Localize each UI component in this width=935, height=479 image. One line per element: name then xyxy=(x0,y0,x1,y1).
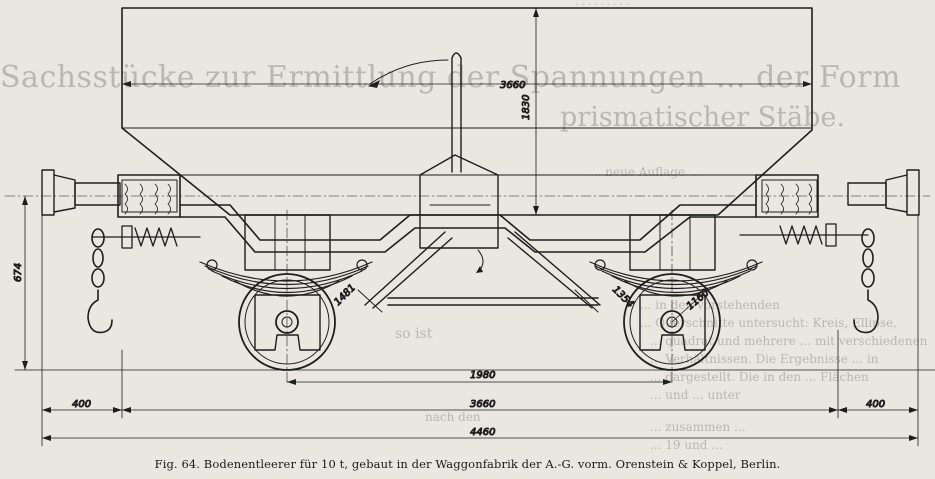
dim-buffer-height: 674 xyxy=(13,263,24,282)
dim-overhang-left: 400 xyxy=(72,399,91,410)
right-axlebox-frame xyxy=(629,214,716,351)
wheel-diameter-leader xyxy=(671,291,706,323)
left-hook-chain xyxy=(87,228,113,334)
dim-underframe-length: 3660 xyxy=(470,399,495,410)
left-buffer xyxy=(41,169,178,216)
dim-wheelbase: 1980 xyxy=(470,370,495,381)
bleed-body-1: ... in den vorstehenden xyxy=(640,298,780,312)
dimension-lines xyxy=(14,7,935,447)
bleed-body-5: ... dargestellt. Die in den ... Flächen xyxy=(650,370,869,384)
dim-strut-left: 1481 xyxy=(332,282,358,308)
bleed-body-2: ... Querschnitte untersucht: Kreis, Elli… xyxy=(640,316,897,330)
bleed-fragment-so-ist: so ist xyxy=(395,326,433,342)
bleed-body-6: ... und ... unter xyxy=(650,388,741,402)
right-drawgear xyxy=(739,223,869,247)
dim-hopper-width: 3660 xyxy=(500,80,525,91)
dim-overall-length: 4460 xyxy=(470,427,495,438)
struts xyxy=(357,231,601,313)
dim-height: 1830 xyxy=(521,95,532,120)
bleed-heading-line1: Sachsstücke zur Ermittlung der Spannunge… xyxy=(0,60,901,95)
left-drawgear xyxy=(91,225,201,249)
underframe xyxy=(117,174,819,306)
right-hook-chain xyxy=(853,228,879,334)
center-lines xyxy=(4,195,931,383)
right-leaf-spring xyxy=(589,259,763,297)
dim-strut-right: 1354 xyxy=(610,284,636,310)
figure-caption: Fig. 64. Bodenentleerer für 10 t, gebaut… xyxy=(154,457,781,471)
dim-overhang-right: 400 xyxy=(866,399,885,410)
right-buffer xyxy=(761,169,920,216)
bleed-fragment-nach: nach den xyxy=(425,410,481,424)
bleed-body-8: ... 19 und ... xyxy=(650,438,723,452)
discharge-lever xyxy=(368,52,462,173)
hopper-body xyxy=(121,7,813,216)
bleed-body-7: ... zusammen ... xyxy=(650,420,746,434)
bleed-body-3: ... quadrat und mehrere ... mit verschie… xyxy=(650,334,928,348)
left-axlebox-frame xyxy=(244,214,331,351)
bleed-list-fragment: · · · · · · · · · xyxy=(575,0,630,11)
